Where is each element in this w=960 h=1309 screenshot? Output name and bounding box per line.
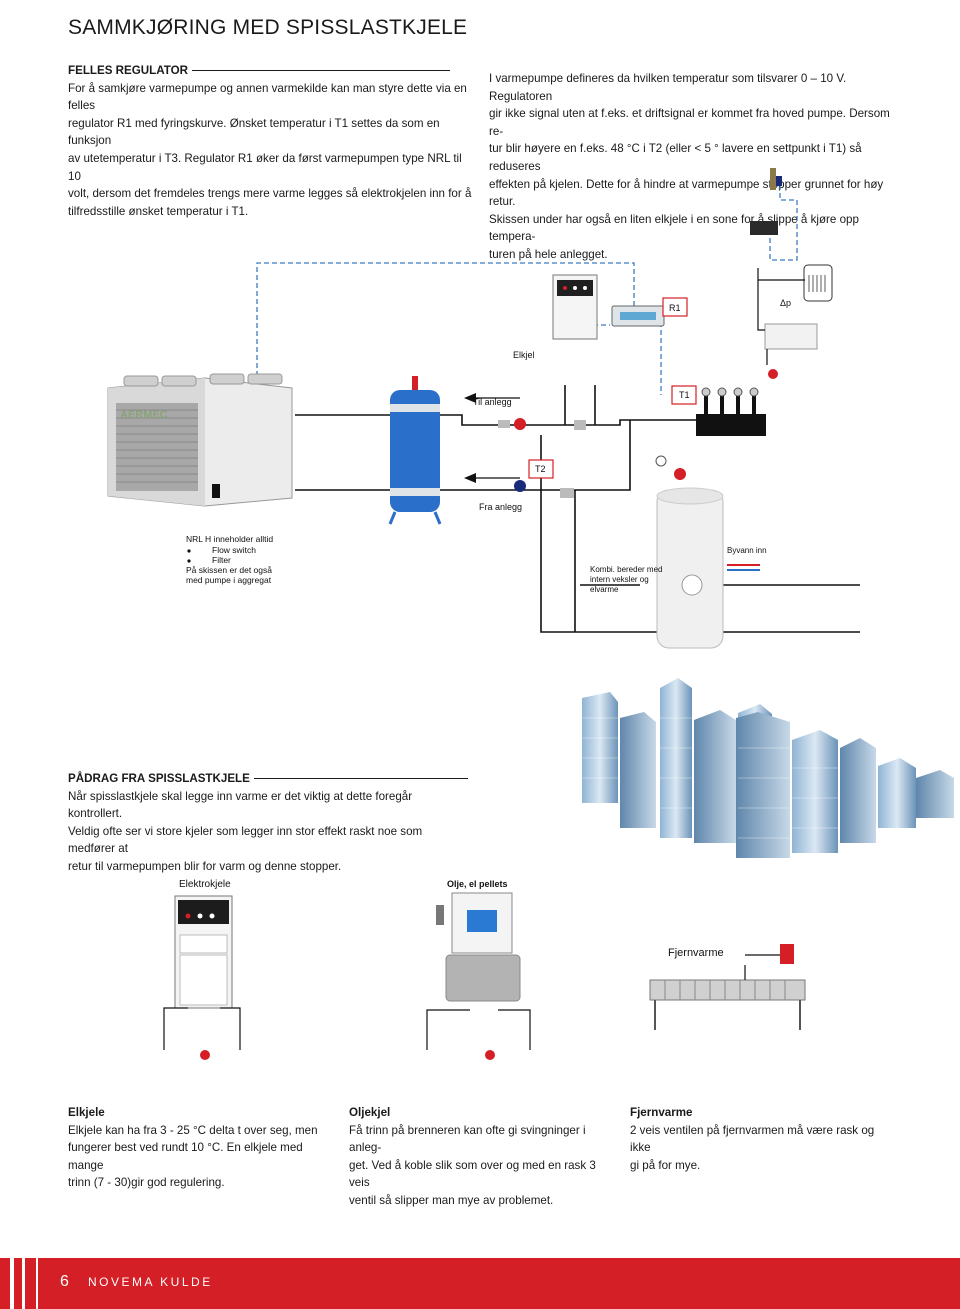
safety-valve-icon [674,468,686,480]
padrag-line-1: Når spisslastkjele skal legge inn varme … [68,789,413,821]
felles-line-2: regulator R1 med fyringskurve. Ønsket te… [68,116,440,148]
fjernvarme-caption: Fjernvarme [668,947,724,959]
page-title: SAMMKJØRING MED SPISSLASTKJELE [68,16,468,39]
fjernvarme-column: Fjernvarme 2 veis ventilen på fjernvarme… [630,1104,892,1174]
diff-pressure-box [764,323,818,350]
padrag-line-2: Veldig ofte ser vi store kjeler som legg… [68,824,423,856]
padrag-section: PÅDRAG FRA SPISSLASTKJELE Når spisslastk… [68,770,468,876]
r1-label: R1 [669,303,681,313]
right-line-1: I varmepumpe defineres da hvilken temper… [489,72,847,103]
boiler-diagrams: Elektrokjele Olje, el pellets Fjernvarme [163,879,806,1060]
elektrokjele-unit [174,895,233,1009]
right-line-6: turen på hele anlegget. [489,247,608,261]
t1-tag [671,385,697,405]
footer-stripe [22,1258,25,1309]
two-way-valve-icon [780,944,794,964]
r1-tag [662,297,688,317]
padrag-line-3: retur til varmepumpen blir for varm og d… [68,859,342,873]
dp-label: Δp [780,298,791,308]
elkjele-line-3: trinn (7 - 30)gir god regulering. [68,1176,225,1190]
control-panel-icon [803,264,833,302]
elkjel-label: Elkjel [513,350,535,360]
district-heating-exchanger [649,944,806,1030]
padrag-heading: PÅDRAG FRA SPISSLASTKJELE [68,770,468,788]
signal-lines [256,185,798,400]
t2-label: T2 [535,464,546,474]
nrl-note: NRL H inneholder alltid Flow switch Filt… [186,534,273,585]
t1-label: T1 [679,390,690,400]
kombi-label-1: Kombi. bereder med [590,565,662,574]
nrl-note-line-1: På skissen er det også [186,565,272,575]
heading-rule [253,778,468,780]
nrl-note-line-2: med pumpe i aggregat [186,575,272,585]
til-anlegg-label: Til anlegg [473,397,512,407]
t2-tag [528,459,554,479]
felles-regulator-heading: FELLES REGULATOR [68,62,473,80]
valve-icon [485,1050,495,1060]
elkjele-line-1: Elkjele kan ha fra 3 - 25 °C delta t ove… [68,1123,318,1137]
fjernvarme-line-2: gi på for mye. [630,1158,701,1172]
buffer-tank [388,376,442,525]
fjernvarme-title: Fjernvarme [630,1106,693,1119]
oljekjel-line-1: Få trinn på brenneren kan ofte gi svingn… [349,1123,586,1155]
til-anlegg-arrow [464,393,476,403]
power-lines [757,268,805,365]
elkjele-line-2: fungerer best ved rundt 10 °C. En elkjel… [68,1141,303,1172]
footer-bar: 6 NOVEMA KULDE [0,1258,960,1309]
pipes [295,385,860,633]
elkjele-title: Elkjele [68,1106,105,1119]
fra-anlegg-arrow [464,473,476,483]
footer-brand: NOVEMA KULDE [88,1275,213,1289]
oljekjel-column: Oljekjel Få trinn på brenneren kan ofte … [349,1104,611,1210]
footer-stripe [36,1258,38,1309]
byvann-label: Byvann inn [727,546,767,555]
manifold [696,414,766,436]
elkjele-column: Elkjele Elkjele kan ha fra 3 - 25 °C del… [68,1104,330,1192]
felles-regulator-section: FELLES REGULATOR For å samkjøre varmepum… [68,62,473,220]
felles-line-1: For å samkjøre varmepumpe og annen varme… [68,81,467,113]
pump-icon [768,369,778,379]
system-diagram: R1 Δp Elkjel Til anlegg Fra anlegg [107,168,860,649]
oljekjel-title: Oljekjel [349,1106,391,1119]
outdoor-sensor-icon [770,168,776,190]
kombi-label-2: intern veksler og [590,575,649,584]
felles-line-4: volt, dersom det fremdeles trengs mere v… [68,187,472,201]
oljekjel-line-3: ventil så slipper man mye av problemet. [349,1193,554,1207]
oljekjel-line-2: get. Ved å koble slik som over og med en… [349,1158,596,1190]
right-line-3: tur blir høyere en f.eks. 48 °C i T2 (el… [489,142,862,173]
valve-icon [560,488,574,498]
fra-anlegg-label: Fra anlegg [479,502,522,512]
valve-icon [574,420,586,430]
pressure-gauge-icon [655,455,667,467]
elektrokjele-caption: Elektrokjele [179,879,231,890]
circulation-pump-icon [514,418,526,430]
nrl-title: NRL H inneholder alltid [186,534,273,544]
circulation-pump-icon [514,480,526,492]
felles-line-5: tilfredsstille ønsket temperatur i T1. [68,204,249,218]
water-heater [656,487,724,649]
olje-caption: Olje, el pellets [447,879,508,889]
right-line-4: effekten på kjelen. Dette for å hindre a… [489,177,884,209]
city-skyline-image [582,678,954,858]
aermec-logo: AERMEC [120,409,168,421]
footer-stripe [10,1258,14,1309]
heading-rule [192,70,451,72]
fjernvarme-line-1: 2 veis ventilen på fjernvarmen må være r… [630,1123,875,1155]
nrl-item-2: Filter [212,555,231,565]
heat-pump-unit: AERMEC [107,373,293,507]
felles-line-3: av utetemperatur i T3. Regulator R1 øker… [68,151,462,183]
page-number: 6 [60,1273,69,1290]
oil-boiler-unit [436,892,521,1002]
right-line-2: gir ikke signal uten at f.eks. et drifts… [489,107,890,138]
valve-icon [200,1050,210,1060]
nrl-item-1: Flow switch [212,545,256,555]
kombi-label-3: elvarme [590,585,619,594]
room-controller-icon [750,221,778,235]
